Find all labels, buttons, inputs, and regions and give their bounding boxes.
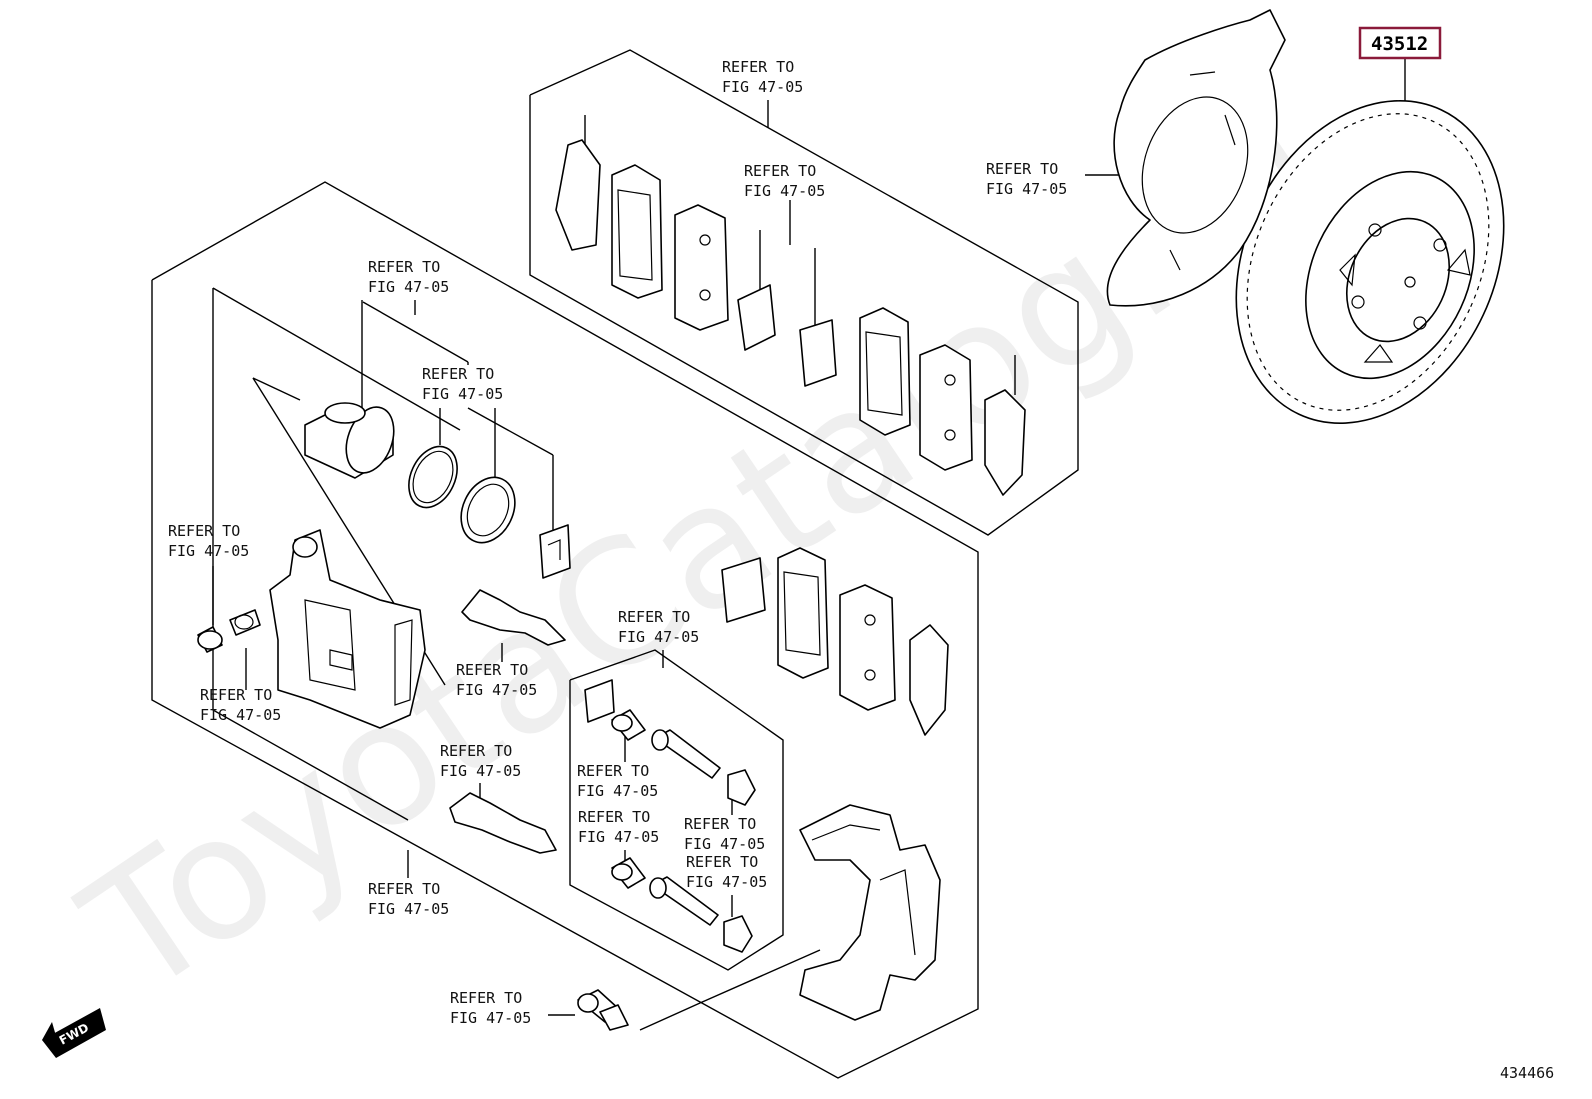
svg-text:FIG 47-05: FIG 47-05	[744, 182, 825, 200]
pad-kit-box	[529, 49, 1079, 536]
svg-text:FIG 47-05: FIG 47-05	[686, 873, 767, 891]
pad-shim-1[interactable]	[555, 139, 601, 251]
refer-label: REFER TO FIG 47-05	[440, 742, 521, 780]
svg-text:REFER TO: REFER TO	[368, 880, 440, 898]
svg-text:FIG 47-05: FIG 47-05	[440, 762, 521, 780]
svg-text:REFER TO: REFER TO	[440, 742, 512, 760]
svg-text:REFER TO: REFER TO	[684, 815, 756, 833]
svg-text:REFER TO: REFER TO	[722, 58, 794, 76]
diagram-reference-number: 434466	[1500, 1064, 1554, 1082]
fwd-arrow-icon: FWD	[42, 1008, 106, 1058]
grease-packet[interactable]	[539, 524, 571, 579]
svg-text:FIG 47-05: FIG 47-05	[456, 681, 537, 699]
pad-wear-indicator-2[interactable]	[799, 319, 837, 387]
brake-pad-2[interactable]	[674, 204, 729, 331]
svg-text:REFER TO: REFER TO	[686, 853, 758, 871]
slide-pin-box	[569, 649, 784, 971]
slide-pin-upper[interactable]	[651, 729, 721, 779]
part-callout-box[interactable]	[1358, 26, 1442, 60]
svg-text:FIG 47-05: FIG 47-05	[722, 78, 803, 96]
refer-label: REFER TO FIG 47-05	[422, 365, 503, 403]
brake-pad-4[interactable]	[919, 344, 973, 471]
refer-label: REFER TO FIG 47-05	[200, 686, 281, 724]
piston-boot[interactable]	[451, 469, 525, 552]
pad-wear-indicator-1[interactable]	[737, 284, 776, 351]
caliper-mounting-bracket[interactable]	[799, 804, 941, 1021]
refer-label: REFER TO FIG 47-05	[450, 989, 531, 1027]
refer-label: REFER TO FIG 47-05	[744, 162, 825, 200]
svg-text:FIG 47-05: FIG 47-05	[368, 900, 449, 918]
refer-label: REFER TO FIG 47-05	[368, 258, 449, 296]
svg-text:REFER TO: REFER TO	[578, 808, 650, 826]
bracket-bolt[interactable]	[577, 989, 629, 1031]
bleeder-plug[interactable]	[229, 609, 261, 636]
slide-pin-lower[interactable]	[649, 876, 719, 926]
caliper-assembly-box	[151, 181, 979, 1079]
slide-pin-grease[interactable]	[584, 679, 615, 723]
refer-label: REFER TO FIG 47-05	[168, 522, 249, 560]
svg-text:FIG 47-05: FIG 47-05	[200, 706, 281, 724]
pad-wear-indicator-3[interactable]	[721, 557, 766, 623]
slide-boot-upper[interactable]	[727, 769, 756, 806]
bleeder-cap[interactable]	[197, 626, 223, 653]
refer-label: REFER TO FIG 47-05	[456, 661, 537, 699]
svg-text:REFER TO: REFER TO	[577, 762, 649, 780]
pad-shim-3[interactable]	[909, 624, 949, 736]
svg-text:FIG 47-05: FIG 47-05	[986, 180, 1067, 198]
refer-label: REFER TO FIG 47-05	[618, 608, 699, 646]
slide-boot-lower[interactable]	[723, 915, 753, 953]
svg-text:FIG 47-05: FIG 47-05	[168, 542, 249, 560]
brake-pad-5[interactable]	[777, 547, 829, 679]
refer-label: REFER TO FIG 47-05	[722, 58, 803, 96]
pad-shim-2[interactable]	[984, 389, 1026, 496]
brake-disc-43512[interactable]	[1186, 57, 1555, 467]
svg-text:FIG 47-05: FIG 47-05	[450, 1009, 531, 1027]
part-callout-number: 43512	[1371, 33, 1428, 55]
svg-text:REFER TO: REFER TO	[422, 365, 494, 383]
caliper-subassembly-box	[212, 288, 409, 821]
svg-text:REFER TO: REFER TO	[450, 989, 522, 1007]
svg-text:REFER TO: REFER TO	[456, 661, 528, 679]
dust-shield[interactable]	[1106, 9, 1286, 307]
refer-label: REFER TO FIG 47-05	[986, 160, 1067, 198]
svg-text:FIG 47-05: FIG 47-05	[422, 385, 503, 403]
svg-text:FIG 47-05: FIG 47-05	[578, 828, 659, 846]
svg-text:REFER TO: REFER TO	[368, 258, 440, 276]
caliper-piston[interactable]	[304, 401, 402, 480]
piston-seal[interactable]	[400, 439, 467, 516]
svg-text:FIG 47-05: FIG 47-05	[684, 835, 765, 853]
refer-label: REFER TO FIG 47-05	[684, 815, 765, 853]
svg-text:REFER TO: REFER TO	[618, 608, 690, 626]
refer-label: REFER TO FIG 47-05	[368, 880, 449, 918]
brake-pad-3[interactable]	[859, 307, 911, 436]
refer-label: REFER TO FIG 47-05	[686, 853, 767, 891]
svg-text:REFER TO: REFER TO	[200, 686, 272, 704]
svg-text:REFER TO: REFER TO	[168, 522, 240, 540]
caliper-body[interactable]	[269, 529, 426, 729]
anti-rattle-clip-upper[interactable]	[461, 589, 566, 646]
svg-text:FIG 47-05: FIG 47-05	[618, 628, 699, 646]
brake-pad-6[interactable]	[839, 584, 896, 711]
svg-text:REFER TO: REFER TO	[744, 162, 816, 180]
svg-text:REFER TO: REFER TO	[986, 160, 1058, 178]
refer-label: REFER TO FIG 47-05	[578, 808, 659, 846]
anti-rattle-clip-lower[interactable]	[449, 792, 557, 854]
slide-bolt-lower[interactable]	[611, 857, 646, 889]
svg-text:FIG 47-05: FIG 47-05	[577, 782, 658, 800]
slide-bolt-upper[interactable]	[611, 709, 646, 741]
brake-pad-1[interactable]	[611, 164, 663, 299]
svg-text:FIG 47-05: FIG 47-05	[368, 278, 449, 296]
refer-label: REFER TO FIG 47-05	[577, 762, 658, 800]
